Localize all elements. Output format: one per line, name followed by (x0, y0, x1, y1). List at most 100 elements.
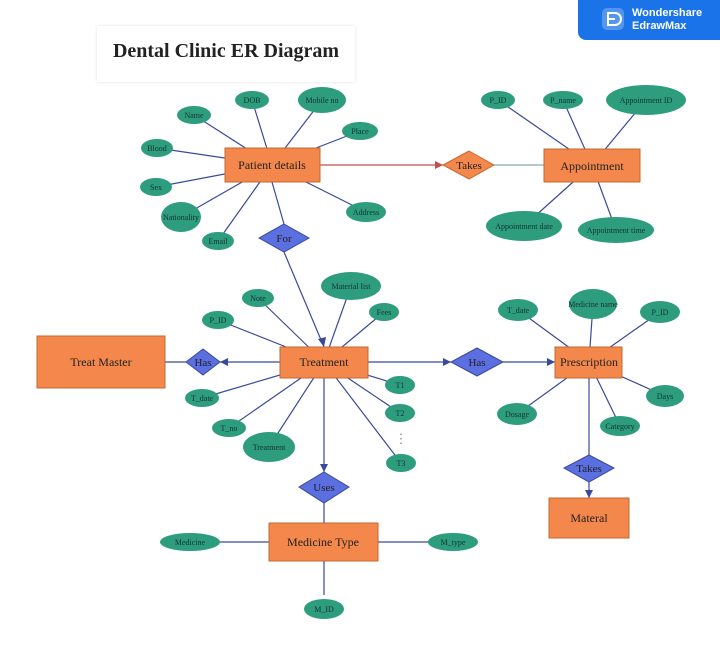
svg-text:Medicine: Medicine (175, 538, 206, 547)
attribute-mobile-no[interactable]: Mobile no (298, 87, 346, 113)
attribute-presc-tdate[interactable]: T_date (498, 299, 538, 321)
attribute-t3[interactable]: T3 (386, 454, 416, 472)
relationship-has-prescription[interactable]: Has (449, 347, 505, 377)
attribute-name[interactable]: Name (177, 106, 211, 124)
arrowhead-has1 (220, 358, 228, 366)
attribute-presc-pid[interactable]: P_ID (640, 301, 680, 323)
svg-text:P_name: P_name (550, 96, 576, 105)
attribute-email[interactable]: Email (202, 232, 234, 250)
attribute-treatment[interactable]: Treatment (243, 432, 295, 462)
svg-text:Nationality: Nationality (163, 213, 199, 222)
svg-text:Name: Name (184, 111, 204, 120)
svg-text:Mobile no: Mobile no (305, 96, 338, 105)
entity-label: Appointment (560, 159, 624, 173)
svg-text:M_ID: M_ID (314, 605, 334, 614)
attribute-treat-pid[interactable]: P_ID (202, 311, 234, 329)
attribute-dosage[interactable]: Dosage (497, 403, 537, 425)
attribute-medicine[interactable]: Medicine (160, 533, 220, 551)
entity-label: Treatment (300, 355, 350, 369)
svg-text:Fees: Fees (377, 308, 392, 317)
attribute-address[interactable]: Address (346, 202, 386, 222)
relationship-has-treat-master[interactable]: Has (185, 348, 221, 376)
attribute-blood[interactable]: Blood (141, 139, 173, 157)
line-treat-t3 (323, 361, 402, 464)
svg-text:Address: Address (353, 208, 379, 217)
arrowhead-material (585, 490, 593, 498)
svg-text:Appointment time: Appointment time (587, 226, 646, 235)
relationship-label: Has (468, 357, 485, 369)
attribute-m-id[interactable]: M_ID (304, 599, 344, 619)
svg-text:Dosage: Dosage (505, 410, 529, 419)
badge-brand-line1: Wondershare (632, 7, 703, 19)
svg-text:Treatment: Treatment (253, 443, 286, 452)
entity-label: Prescription (560, 355, 618, 369)
attribute-t1[interactable]: T1 (385, 376, 415, 394)
attribute-m-type[interactable]: M_type (428, 533, 478, 551)
attribute-appt-pid[interactable]: P_ID (481, 91, 515, 109)
arrowhead-for-treatment (318, 337, 326, 347)
attribute-category[interactable]: Category (600, 416, 640, 436)
svg-text:P_ID: P_ID (490, 96, 507, 105)
attribute-t2[interactable]: T2 (385, 404, 415, 422)
svg-text:T_no: T_no (221, 424, 238, 433)
attribute-note[interactable]: Note (242, 289, 274, 307)
arrowhead-uses (320, 464, 328, 472)
svg-text:Place: Place (351, 127, 369, 136)
svg-text:Appointment date: Appointment date (495, 222, 553, 231)
svg-text:P_ID: P_ID (652, 308, 669, 317)
attribute-treat-tdate[interactable]: T_date (185, 389, 219, 407)
relationship-takes-appointment[interactable]: Takes (441, 150, 496, 180)
page-title: Dental Clinic ER Diagram (112, 40, 340, 62)
attribute-sex[interactable]: Sex (140, 178, 172, 196)
entity-prescription[interactable]: Prescription (554, 346, 623, 379)
attribute-medicine-name[interactable]: Medicine name (568, 289, 618, 319)
edrawmax-logo-icon (602, 8, 624, 30)
entity-label: Medicine Type (287, 535, 359, 549)
attribute-fees[interactable]: Fees (369, 303, 399, 321)
entity-medicine-type[interactable]: Medicine Type (268, 522, 379, 562)
attribute-appt-pname[interactable]: P_name (543, 91, 583, 109)
relationship-label: For (276, 233, 292, 245)
relationship-label: Takes (576, 463, 602, 475)
entity-treatment[interactable]: Treatment (279, 346, 369, 379)
attribute-material-list[interactable]: Material list (321, 272, 381, 300)
svg-text:Days: Days (657, 392, 673, 401)
svg-text:T1: T1 (396, 381, 405, 390)
relationship-label: Has (194, 357, 211, 369)
relationships: Takes For Has Has Uses Takes (185, 150, 616, 504)
edrawmax-badge[interactable]: Wondershare EdrawMax (578, 0, 720, 40)
entity-patient-details[interactable]: Patient details (224, 147, 321, 183)
svg-text:T_date: T_date (191, 394, 214, 403)
entity-materal[interactable]: Materal (548, 497, 630, 539)
entity-label: Treat Master (70, 355, 131, 369)
arrowhead-prescription (547, 358, 555, 366)
arrowhead-has2 (443, 358, 451, 366)
attribute-nationality[interactable]: Nationality (161, 202, 201, 232)
svg-text:P_ID: P_ID (210, 316, 227, 325)
svg-text:M_type: M_type (441, 538, 466, 547)
attribute-appointment-id[interactable]: Appointment ID (606, 85, 686, 115)
entity-label: Patient details (238, 158, 306, 172)
attribute-appointment-time[interactable]: Appointment time (578, 217, 654, 243)
entity-appointment[interactable]: Appointment (543, 148, 641, 183)
arrowheads (435, 161, 443, 169)
entities: Patient details Appointment Treat Master… (36, 147, 641, 562)
svg-text:DOB: DOB (244, 96, 261, 105)
attribute-place[interactable]: Place (342, 122, 378, 140)
relationship-takes-material[interactable]: Takes (562, 454, 616, 483)
attribute-tno[interactable]: T_no (212, 419, 246, 437)
attribute-days[interactable]: Days (646, 385, 684, 407)
relationship-uses[interactable]: Uses (298, 471, 350, 504)
arrowhead-takes (435, 161, 443, 169)
ellipsis-glyph: ⋮ (395, 431, 408, 446)
title-box: Dental Clinic ER Diagram (97, 26, 355, 82)
svg-text:T_date: T_date (507, 306, 530, 315)
svg-text:Appointment ID: Appointment ID (620, 96, 673, 105)
svg-text:Sex: Sex (150, 183, 162, 192)
attribute-dob[interactable]: DOB (235, 91, 269, 109)
line-for-treatment (283, 251, 325, 348)
entity-treat-master[interactable]: Treat Master (36, 335, 166, 389)
relationship-for[interactable]: For (257, 223, 311, 253)
attribute-appointment-date[interactable]: Appointment date (486, 211, 562, 241)
